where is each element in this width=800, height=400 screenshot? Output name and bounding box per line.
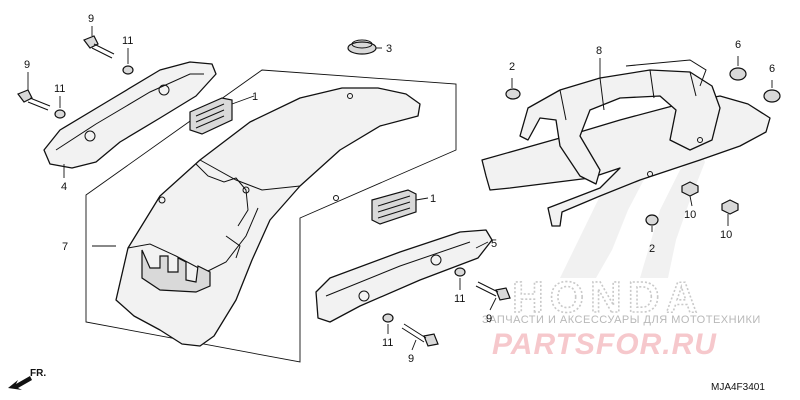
washer-11-b [54, 109, 66, 119]
callout-10-left: 10 [684, 209, 696, 221]
washer-11-a [122, 65, 134, 75]
callout-11-b: 11 [54, 83, 65, 95]
honda-watermark-text: HONDA [512, 273, 703, 322]
collar-10-left [681, 181, 699, 197]
callout-9-c: 9 [486, 313, 492, 325]
front-direction-label: FR. [30, 368, 46, 379]
fender-group-frame [85, 69, 457, 363]
callout-11-d: 11 [382, 337, 393, 349]
front-arrow-icon [8, 376, 32, 390]
washer-11-c [454, 267, 466, 277]
callout-2-upper: 2 [509, 61, 515, 73]
callouts: 1 1 2 2 3 4 5 6 6 7 8 9 9 9 9 10 10 11 1… [24, 13, 775, 365]
callout-4: 4 [61, 181, 67, 193]
rubber-2-lower [645, 214, 659, 226]
diagram-code: MJA4F3401 [711, 382, 765, 393]
callout-11-a: 11 [122, 35, 133, 47]
watermark-caption: ЗАПЧАСТИ И АКСЕССУАРЫ ДЛЯ МОТОТЕХНИКИ [482, 314, 761, 326]
callout-11-c: 11 [454, 293, 465, 305]
rear-fender [115, 87, 421, 347]
callout-8: 8 [596, 45, 602, 57]
callout-9-b: 9 [24, 59, 30, 71]
collar-10-right [721, 199, 739, 215]
callout-2-lower: 2 [649, 243, 655, 255]
callout-1-lower: 1 [430, 193, 436, 205]
bolt-9-a [83, 35, 115, 59]
bolt-9-c [475, 281, 511, 301]
bolt-9-b [17, 89, 51, 111]
fender-bracket [481, 59, 771, 227]
bolt-9-d [401, 323, 439, 347]
callout-6-left: 6 [735, 39, 741, 51]
callout-7: 7 [62, 241, 68, 253]
callout-9-d: 9 [408, 353, 414, 365]
callout-1-upper: 1 [252, 91, 258, 103]
callout-3: 3 [386, 43, 392, 55]
reflector-lower [371, 189, 417, 225]
reflector-upper [189, 97, 233, 135]
leader-lines [27, 26, 773, 351]
callout-9-a: 9 [88, 13, 94, 25]
cushion-6-left [729, 67, 747, 81]
left-side-cover [43, 61, 217, 169]
rubber-2-upper [505, 88, 521, 100]
callout-5: 5 [491, 238, 497, 250]
callout-10-right: 10 [720, 229, 732, 241]
watermark-brand: PARTSFOR.RU [492, 328, 717, 361]
grommet-3 [347, 39, 377, 55]
right-side-cover [315, 229, 493, 323]
callout-6-right: 6 [769, 63, 775, 75]
front-direction-indicator: FR. [8, 368, 46, 390]
washer-11-d [382, 313, 394, 323]
cushion-6-right [763, 89, 781, 103]
